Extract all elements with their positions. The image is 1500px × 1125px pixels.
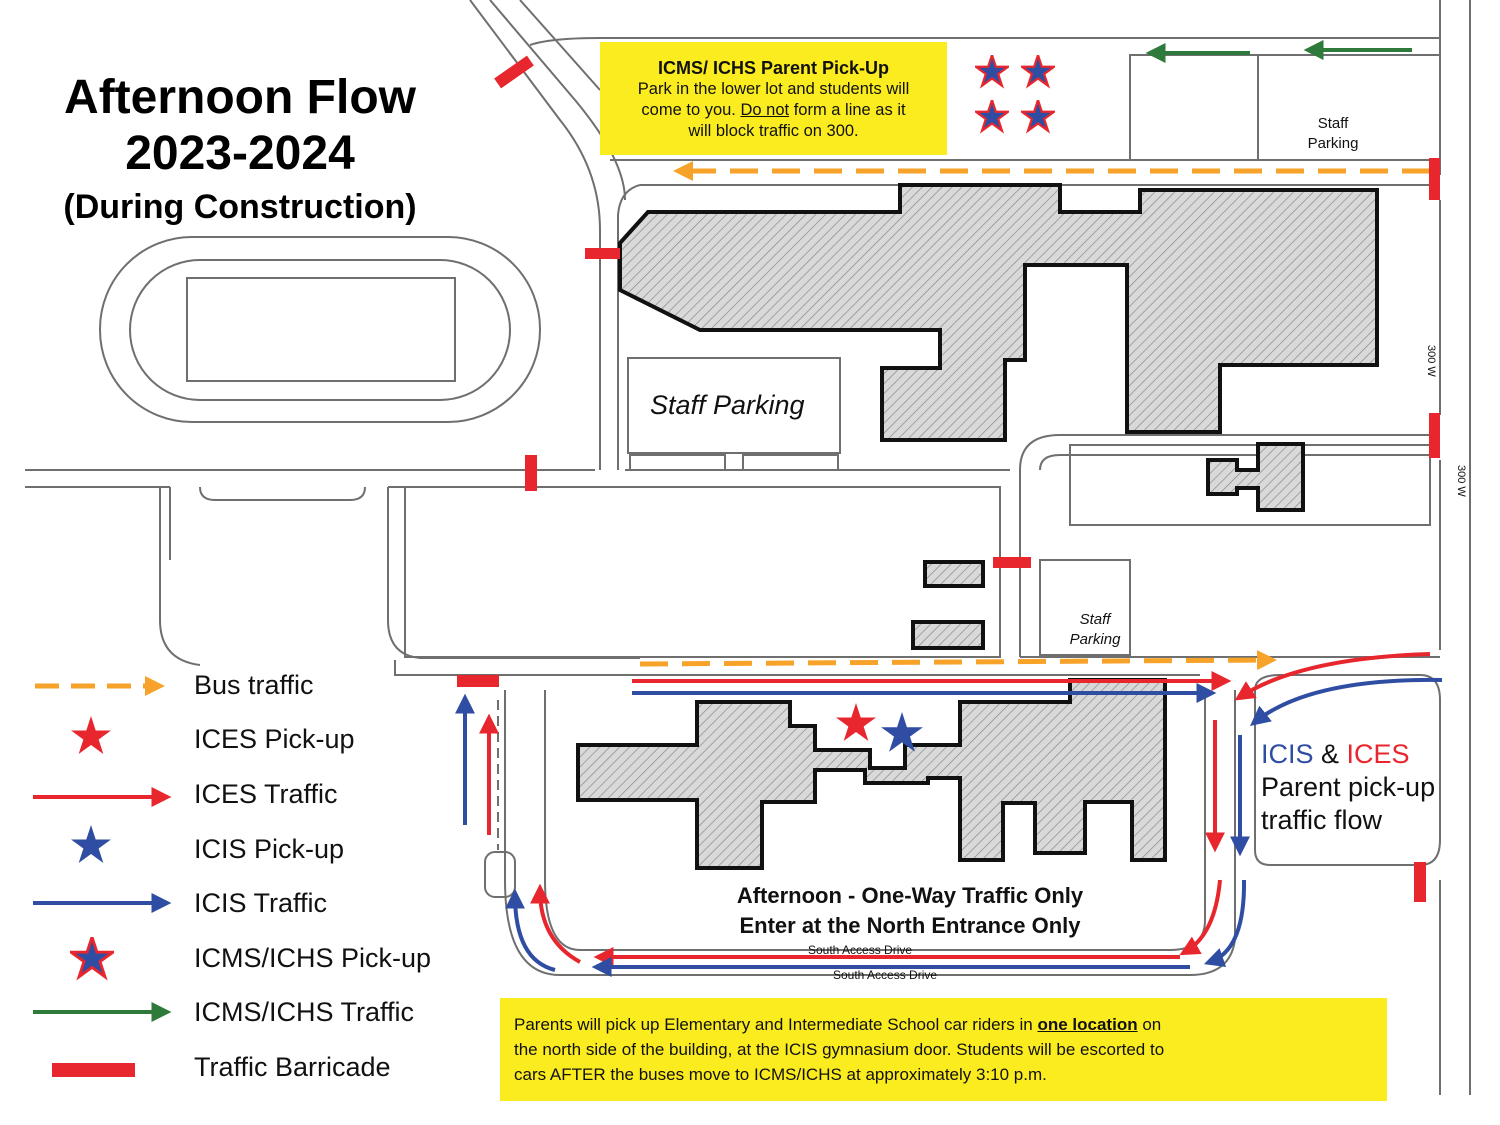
portable-2 <box>911 620 985 650</box>
legend-label-bus: Bus traffic <box>194 670 314 700</box>
barricade <box>494 55 534 89</box>
title-line-1: Afternoon Flow <box>64 71 416 124</box>
icis-label: ICIS <box>1261 739 1314 769</box>
one-way-line-2: Enter at the North Entrance Only <box>739 913 1081 938</box>
road-network <box>25 0 1471 1095</box>
ices-icis-pickup-note: Parents will pick up Elementary and Inte… <box>500 998 1387 1101</box>
building-north <box>618 183 1379 442</box>
barricade <box>1429 413 1440 458</box>
bottom-note-line-1: Parents will pick up Elementary and Inte… <box>514 1015 1162 1034</box>
legend-purple-star <box>71 937 113 977</box>
legend-label-barricade: Traffic Barricade <box>194 1052 391 1082</box>
ices-pickup-star <box>836 703 876 741</box>
icis-traffic <box>455 677 1443 977</box>
legend-label-icis-pickup: ICIS Pick-up <box>194 834 345 864</box>
title-line-2: 2023-2024 <box>125 127 355 180</box>
legend-symbols <box>33 676 172 1077</box>
legend-label-ices-traffic: ICES Traffic <box>194 779 338 809</box>
barricades <box>457 55 1440 902</box>
building-south <box>576 678 1167 870</box>
south-access-label-2: South Access Drive <box>833 968 938 982</box>
legend-blue-star <box>71 825 111 863</box>
icms-traffic <box>1145 40 1412 63</box>
road-label-300w-a: 300 W <box>1425 345 1437 377</box>
legend-label-icms-traffic: ICMS/ICHS Traffic <box>194 997 415 1027</box>
icms-note-line-1: Park in the lower lot and students will <box>637 80 910 98</box>
icms-note-line-3: will block traffic on 300. <box>688 122 859 140</box>
barricade <box>993 557 1031 568</box>
legend-barricade <box>52 1063 135 1077</box>
barricade <box>1429 158 1440 200</box>
one-way-line-1: Afternoon - One-Way Traffic Only <box>736 883 1084 908</box>
title-subtitle: (During Construction) <box>63 188 417 226</box>
legend-label-icms-pickup: ICMS/ICHS Pick-up <box>194 943 432 973</box>
icms-pickup-note: ICMS/ ICHS Parent Pick-Up Park in the lo… <box>600 42 947 155</box>
ices-traffic <box>479 652 1431 967</box>
icms-pickup-heading: ICMS/ ICHS Parent Pick-Up <box>657 58 890 78</box>
road-label-300w-b: 300 W <box>1455 465 1467 497</box>
bus-routes <box>639 161 1430 671</box>
icms-pickup-star <box>976 55 1054 131</box>
south-access-label-1: South Access Drive <box>808 943 913 957</box>
barricade <box>1414 862 1426 902</box>
ices-label: ICES <box>1346 739 1410 769</box>
pickup-flow-label: ICIS & ICES Parent pick-up traffic flow <box>1261 739 1436 835</box>
bottom-note-line-2: the north side of the building, at the I… <box>514 1040 1165 1059</box>
buildings <box>576 183 1379 870</box>
portable-1 <box>923 560 985 588</box>
legend-red-star <box>71 716 111 754</box>
bottom-note-line-3: cars AFTER the buses move to ICMS/ICHS a… <box>514 1065 1047 1084</box>
building-east-small <box>1206 442 1305 512</box>
barricade <box>525 455 537 491</box>
legend-label-icis-traffic: ICIS Traffic <box>194 888 328 918</box>
staff-parking-main-label: Staff Parking <box>650 390 805 420</box>
legend-label-ices-pickup: ICES Pick-up <box>194 724 355 754</box>
icms-note-line-2: come to you. Do not form a line as it <box>641 101 906 119</box>
barricade <box>585 248 620 259</box>
barricade <box>457 675 499 687</box>
